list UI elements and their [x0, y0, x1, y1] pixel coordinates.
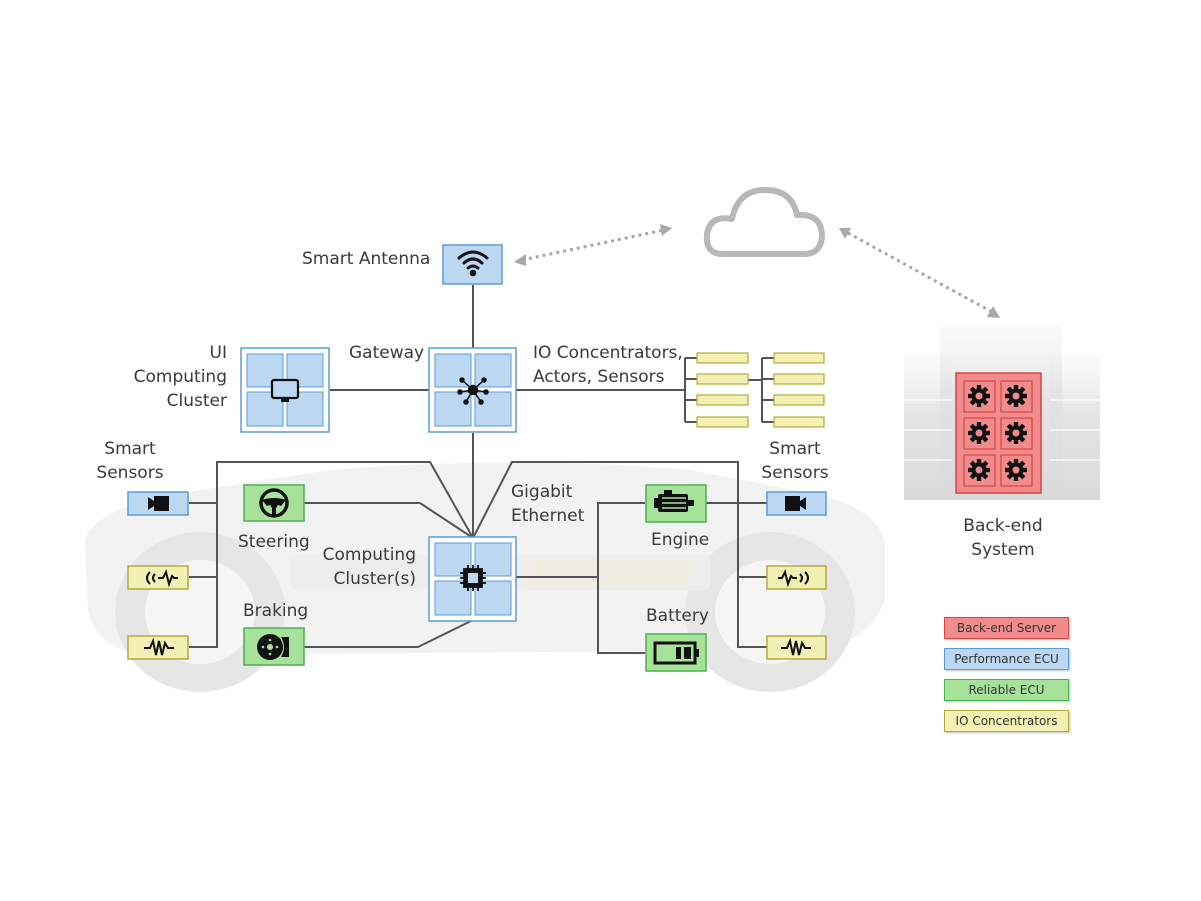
ui-computing-cluster — [241, 348, 329, 432]
gigabit-ethernet-label-line1: Gigabit — [511, 480, 572, 504]
legend-backend-server: Back-end Server — [944, 617, 1069, 639]
computing-cluster-ecu — [429, 537, 516, 621]
engine-label: Engine — [651, 528, 709, 552]
gear-icon — [1005, 459, 1027, 481]
wave-sensor-left — [128, 636, 188, 659]
smart-camera-left — [128, 492, 188, 515]
chip-icon — [460, 565, 486, 591]
monitor-icon — [272, 380, 298, 402]
backend-system-label-line2: System — [948, 538, 1058, 562]
braking-ecu — [244, 628, 304, 665]
gateway-ecu — [429, 348, 516, 432]
battery-label: Battery — [646, 604, 709, 628]
smart-sensors-right-label-line1: Smart — [760, 437, 830, 461]
gateway-label: Gateway — [349, 341, 424, 365]
wireless-links — [522, 230, 992, 312]
smart-camera-right — [767, 492, 826, 515]
io-concentrators — [697, 353, 824, 427]
smart-sensors-right-label-line2: Sensors — [760, 461, 830, 485]
ui-cluster-label-line1: UI — [120, 341, 227, 365]
steering-label: Steering — [238, 530, 310, 554]
gear-icon — [1005, 422, 1027, 444]
radar-sensor-right — [767, 566, 826, 589]
io-concentrators-label-line1: IO Concentrators, — [533, 341, 683, 365]
smart-antenna-ecu — [443, 245, 502, 284]
smart-sensors-left-label-line2: Sensors — [95, 461, 165, 485]
backend-system — [904, 325, 1100, 500]
gear-icon — [1005, 385, 1027, 407]
steering-ecu — [244, 485, 304, 521]
wave-sensor-right — [767, 636, 826, 659]
legend-performance-ecu: Performance ECU — [944, 648, 1069, 670]
gear-icon — [968, 422, 990, 444]
legend-reliable-ecu: Reliable ECU — [944, 679, 1069, 701]
io-concentrators-label-line2: Actors, Sensors — [533, 365, 665, 389]
gear-icon — [968, 459, 990, 481]
engine-ecu — [646, 485, 706, 522]
smart-sensors-left-label-line1: Smart — [95, 437, 165, 461]
braking-label: Braking — [243, 599, 308, 623]
cloud-icon — [707, 190, 822, 254]
ui-cluster-label-line2: Computing — [120, 365, 227, 389]
brake-disc-icon — [257, 634, 289, 660]
gear-icon — [968, 385, 990, 407]
battery-ecu — [646, 634, 706, 671]
computing-cluster-label-line2: Cluster(s) — [300, 567, 416, 591]
smart-antenna-label: Smart Antenna — [302, 247, 430, 271]
computing-cluster-label-line1: Computing — [300, 543, 416, 567]
arrowheads — [514, 224, 1000, 318]
gigabit-ethernet-label-line2: Ethernet — [511, 504, 584, 528]
legend-io-concentrators: IO Concentrators — [944, 710, 1069, 732]
radar-sensor-left — [128, 566, 188, 589]
backend-system-label-line1: Back-end — [948, 514, 1058, 538]
ui-cluster-label-line3: Cluster — [120, 389, 227, 413]
